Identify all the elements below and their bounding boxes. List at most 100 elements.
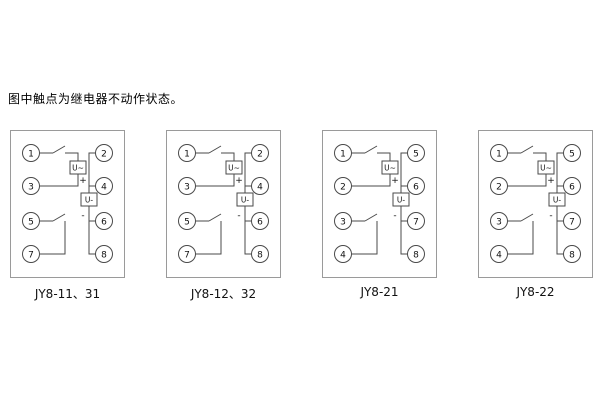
terminals: 1 3 5 7 2 4 6 8 bbox=[178, 144, 269, 263]
ac-source-label: U~ bbox=[540, 164, 552, 173]
terminal-number: 6 bbox=[569, 183, 575, 193]
terminal-circle bbox=[22, 212, 40, 230]
terminal-circle bbox=[490, 177, 508, 195]
terminal-circle bbox=[490, 212, 508, 230]
terminal-number: 6 bbox=[257, 218, 263, 228]
terminal-number: 1 bbox=[340, 150, 346, 160]
diagram-svg: U~ U- + - 1 2 3 4 5 6 7 8 bbox=[478, 130, 593, 278]
terminal-circle bbox=[563, 245, 581, 263]
relay-diagram-jy8-21: U~ U- + - 1 2 3 4 5 6 7 8 bbox=[322, 130, 437, 299]
terminal-circle bbox=[407, 144, 425, 162]
terminal-circle bbox=[407, 177, 425, 195]
terminal-number: 3 bbox=[184, 183, 190, 193]
diagram-frame bbox=[166, 130, 281, 278]
terminal-number: 8 bbox=[569, 251, 575, 261]
relay-diagram-jy8-22: U~ U- + - 1 2 3 4 5 6 7 8 bbox=[478, 130, 593, 299]
diagram-label: JY8-21 bbox=[360, 285, 399, 299]
terminal-number: 4 bbox=[257, 183, 263, 193]
terminal-number: 3 bbox=[340, 218, 346, 228]
terminal-number: 6 bbox=[413, 183, 419, 193]
relay-diagram-jy8-11-31: U~ U- + - 1 3 5 7 2 4 6 8 bbox=[10, 130, 125, 302]
terminal-number: 1 bbox=[496, 150, 502, 160]
minus-sign: - bbox=[393, 211, 396, 221]
terminal-circle bbox=[563, 212, 581, 230]
terminal-circle bbox=[251, 212, 269, 230]
ac-source-label: U~ bbox=[228, 164, 240, 173]
terminal-circle bbox=[95, 212, 113, 230]
plus-sign: + bbox=[547, 176, 555, 186]
terminal-circle bbox=[563, 177, 581, 195]
terminal-circle bbox=[334, 212, 352, 230]
terminal-number: 2 bbox=[340, 183, 346, 193]
dc-source-box bbox=[392, 192, 410, 207]
terminal-circle bbox=[95, 177, 113, 195]
diagram-svg: U~ U- + - 1 2 3 4 5 6 7 8 bbox=[322, 130, 437, 278]
dc-source-box bbox=[236, 192, 254, 207]
terminals: 1 2 3 4 5 6 7 8 bbox=[334, 144, 425, 263]
note-text: 图中触点为继电器不动作状态。 bbox=[8, 92, 184, 106]
terminal-number: 5 bbox=[413, 150, 419, 160]
terminal-number: 8 bbox=[257, 251, 263, 261]
terminal-circle bbox=[407, 245, 425, 263]
terminal-number: 8 bbox=[413, 251, 419, 261]
ac-source-box bbox=[537, 160, 555, 175]
terminal-circle bbox=[251, 144, 269, 162]
terminal-circle bbox=[490, 245, 508, 263]
terminal-circle bbox=[334, 245, 352, 263]
dc-source-box bbox=[548, 192, 566, 207]
dc-source-box bbox=[80, 192, 98, 207]
diagram-frame bbox=[10, 130, 125, 278]
terminal-number: 7 bbox=[184, 251, 190, 261]
dc-source-label: U- bbox=[397, 196, 405, 205]
diagram-svg: U~ U- + - 1 3 5 7 2 4 6 8 bbox=[10, 130, 125, 278]
terminal-number: 5 bbox=[184, 218, 190, 228]
minus-sign: - bbox=[237, 211, 240, 221]
terminal-circle bbox=[334, 177, 352, 195]
terminal-circle bbox=[22, 144, 40, 162]
ac-source-label: U~ bbox=[72, 164, 84, 173]
terminal-number: 3 bbox=[28, 183, 34, 193]
minus-sign: - bbox=[81, 211, 84, 221]
plus-sign: + bbox=[391, 176, 399, 186]
terminal-circle bbox=[407, 212, 425, 230]
terminal-circle bbox=[95, 144, 113, 162]
terminals: 1 2 3 4 5 6 7 8 bbox=[490, 144, 581, 263]
terminal-number: 7 bbox=[569, 218, 575, 228]
terminal-number: 1 bbox=[28, 150, 34, 160]
diagram-frame bbox=[478, 130, 593, 278]
terminal-number: 5 bbox=[569, 150, 575, 160]
terminal-circle bbox=[95, 245, 113, 263]
terminal-number: 7 bbox=[413, 218, 419, 228]
terminal-circle bbox=[251, 177, 269, 195]
terminal-circle bbox=[178, 245, 196, 263]
terminal-circle bbox=[334, 144, 352, 162]
diagram-frame bbox=[322, 130, 437, 278]
ac-source-box bbox=[381, 160, 399, 175]
minus-sign: - bbox=[549, 211, 552, 221]
terminal-number: 4 bbox=[496, 251, 502, 261]
terminal-number: 2 bbox=[101, 150, 107, 160]
terminal-number: 8 bbox=[101, 251, 107, 261]
terminal-number: 7 bbox=[28, 251, 34, 261]
relay-diagram-jy8-12-32: U~ U- + - 1 3 5 7 2 4 6 8 bbox=[166, 130, 281, 302]
terminal-number: 2 bbox=[257, 150, 263, 160]
terminal-number: 5 bbox=[28, 218, 34, 228]
terminal-circle bbox=[22, 245, 40, 263]
plus-sign: + bbox=[235, 176, 243, 186]
diagram-label: JY8-12、32 bbox=[190, 287, 257, 301]
terminal-number: 3 bbox=[496, 218, 502, 228]
ac-source-box bbox=[225, 160, 243, 175]
terminal-number: 2 bbox=[496, 183, 502, 193]
terminal-number: 6 bbox=[101, 218, 107, 228]
diagram-label: JY8-11、31 bbox=[34, 287, 101, 301]
terminal-circle bbox=[178, 177, 196, 195]
dc-source-label: U- bbox=[85, 196, 93, 205]
terminal-number: 1 bbox=[184, 150, 190, 160]
ac-source-box bbox=[69, 160, 87, 175]
diagram-label: JY8-22 bbox=[516, 285, 555, 299]
dc-source-label: U- bbox=[553, 196, 561, 205]
terminal-circle bbox=[178, 212, 196, 230]
terminal-number: 4 bbox=[340, 251, 346, 261]
plus-sign: + bbox=[79, 176, 87, 186]
